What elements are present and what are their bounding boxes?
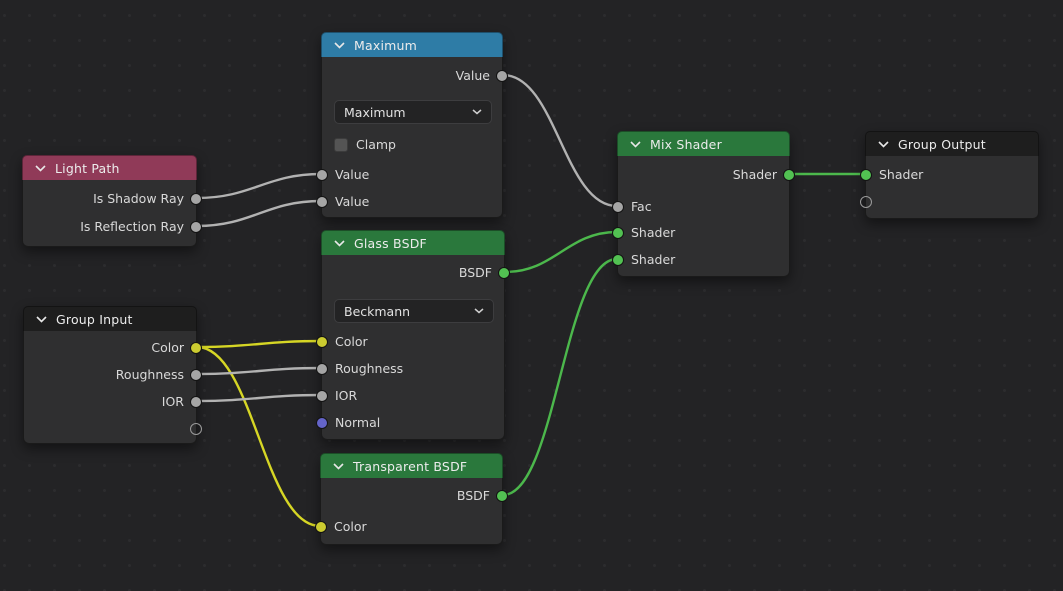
- node-group-input[interactable]: Group Input Color Roughness IOR: [23, 306, 202, 444]
- socket-input-ior[interactable]: [316, 390, 328, 402]
- collapse-chevron-icon[interactable]: [36, 315, 47, 323]
- input-label-ior: IOR: [335, 388, 358, 403]
- socket-input-normal[interactable]: [316, 417, 328, 429]
- node-title: Group Output: [898, 136, 986, 152]
- node-maximum[interactable]: Maximum Value Maximum Clamp Value Value: [316, 32, 508, 218]
- link-shadowray-to-value1[interactable]: [195, 172, 323, 200]
- socket-input-color[interactable]: [315, 521, 327, 533]
- collapse-chevron-icon[interactable]: [630, 140, 641, 148]
- link-color-to-transparent-color[interactable]: [195, 345, 322, 528]
- input-label-color: Color: [335, 334, 368, 349]
- input-label-fac: Fac: [631, 199, 652, 214]
- socket-output-virtual[interactable]: [190, 423, 202, 435]
- distribution-dropdown-value: Beckmann: [344, 303, 411, 319]
- clamp-label: Clamp: [356, 137, 396, 152]
- node-title: Group Input: [56, 311, 133, 327]
- link-maximum-to-fac[interactable]: [501, 73, 619, 208]
- collapse-chevron-icon[interactable]: [878, 140, 889, 148]
- socket-input-roughness[interactable]: [316, 363, 328, 375]
- node-title: Maximum: [354, 37, 417, 53]
- node-mix-shader-header[interactable]: Mix Shader: [617, 131, 790, 156]
- output-label-ior: IOR: [161, 394, 184, 409]
- node-mix-shader[interactable]: Mix Shader Shader Fac Shader Shader: [612, 131, 795, 277]
- socket-input-value2[interactable]: [316, 196, 328, 208]
- socket-input-shader[interactable]: [860, 169, 872, 181]
- collapse-chevron-icon[interactable]: [333, 462, 344, 470]
- socket-output-shader[interactable]: [783, 169, 795, 181]
- chevron-down-icon: [472, 109, 482, 115]
- input-label-color: Color: [334, 519, 367, 534]
- node-group-output-header[interactable]: Group Output: [865, 131, 1039, 156]
- socket-output-bsdf[interactable]: [498, 267, 510, 279]
- node-group-input-header[interactable]: Group Input: [23, 306, 197, 331]
- socket-output-color[interactable]: [190, 342, 202, 354]
- node-transparent-bsdf[interactable]: Transparent BSDF BSDF Color: [315, 453, 508, 545]
- collapse-chevron-icon[interactable]: [35, 164, 46, 172]
- link-ior-to-glass-ior[interactable]: [195, 393, 323, 403]
- operation-dropdown-value: Maximum: [344, 104, 406, 120]
- clamp-checkbox[interactable]: [334, 137, 348, 152]
- node-glass-bsdf-header[interactable]: Glass BSDF: [321, 230, 505, 255]
- output-label-shader: Shader: [732, 167, 777, 182]
- node-glass-bsdf[interactable]: Glass BSDF BSDF Beckmann Color Roughness…: [316, 230, 510, 440]
- input-label-value2: Value: [335, 194, 370, 209]
- node-group-output[interactable]: Group Output Shader: [860, 131, 1039, 219]
- socket-input-fac[interactable]: [612, 201, 624, 213]
- collapse-chevron-icon[interactable]: [334, 41, 345, 49]
- node-maximum-header[interactable]: Maximum: [321, 32, 503, 57]
- socket-output-value[interactable]: [496, 70, 508, 82]
- socket-output-is-reflection-ray[interactable]: [190, 221, 202, 233]
- input-label-normal: Normal: [335, 415, 381, 430]
- output-label-bsdf: BSDF: [458, 265, 492, 280]
- socket-input-value1[interactable]: [316, 169, 328, 181]
- socket-output-roughness[interactable]: [190, 369, 202, 381]
- link-glass-to-shader1[interactable]: [503, 230, 619, 274]
- operation-dropdown[interactable]: Maximum: [334, 100, 492, 124]
- chevron-down-icon: [474, 308, 484, 314]
- output-label-is-reflection-ray: Is Reflection Ray: [80, 219, 184, 234]
- socket-output-bsdf[interactable]: [496, 490, 508, 502]
- input-label-shader2: Shader: [631, 252, 676, 267]
- link-transparent-to-shader2[interactable]: [501, 257, 619, 497]
- node-light-path[interactable]: Light Path Is Shadow Ray Is Reflection R…: [22, 155, 202, 247]
- socket-output-is-shadow-ray[interactable]: [190, 193, 202, 205]
- input-label-shader: Shader: [879, 167, 924, 182]
- node-title: Light Path: [55, 160, 120, 176]
- node-transparent-bsdf-header[interactable]: Transparent BSDF: [320, 453, 503, 478]
- output-label-roughness: Roughness: [115, 367, 184, 382]
- socket-input-shader1[interactable]: [612, 227, 624, 239]
- socket-input-color[interactable]: [316, 336, 328, 348]
- input-label-shader1: Shader: [631, 225, 676, 240]
- socket-output-ior[interactable]: [190, 396, 202, 408]
- node-title: Glass BSDF: [354, 235, 427, 251]
- input-label-value1: Value: [335, 167, 370, 182]
- output-label-is-shadow-ray: Is Shadow Ray: [93, 191, 184, 206]
- socket-input-virtual[interactable]: [860, 196, 872, 208]
- node-title: Transparent BSDF: [353, 458, 468, 474]
- link-reflectionray-to-value2[interactable]: [195, 199, 323, 228]
- node-title: Mix Shader: [650, 136, 722, 152]
- node-light-path-header[interactable]: Light Path: [22, 155, 197, 180]
- link-roughness-to-glass-roughness[interactable]: [195, 366, 323, 376]
- input-label-roughness: Roughness: [335, 361, 404, 376]
- link-color-to-glass-color[interactable]: [195, 339, 323, 349]
- output-label-value: Value: [455, 68, 490, 83]
- distribution-dropdown[interactable]: Beckmann: [334, 299, 494, 323]
- output-label-bsdf: BSDF: [456, 488, 490, 503]
- collapse-chevron-icon[interactable]: [334, 239, 345, 247]
- clamp-checkbox-row[interactable]: Clamp: [334, 137, 396, 152]
- output-label-color: Color: [151, 340, 184, 355]
- socket-input-shader2[interactable]: [612, 254, 624, 266]
